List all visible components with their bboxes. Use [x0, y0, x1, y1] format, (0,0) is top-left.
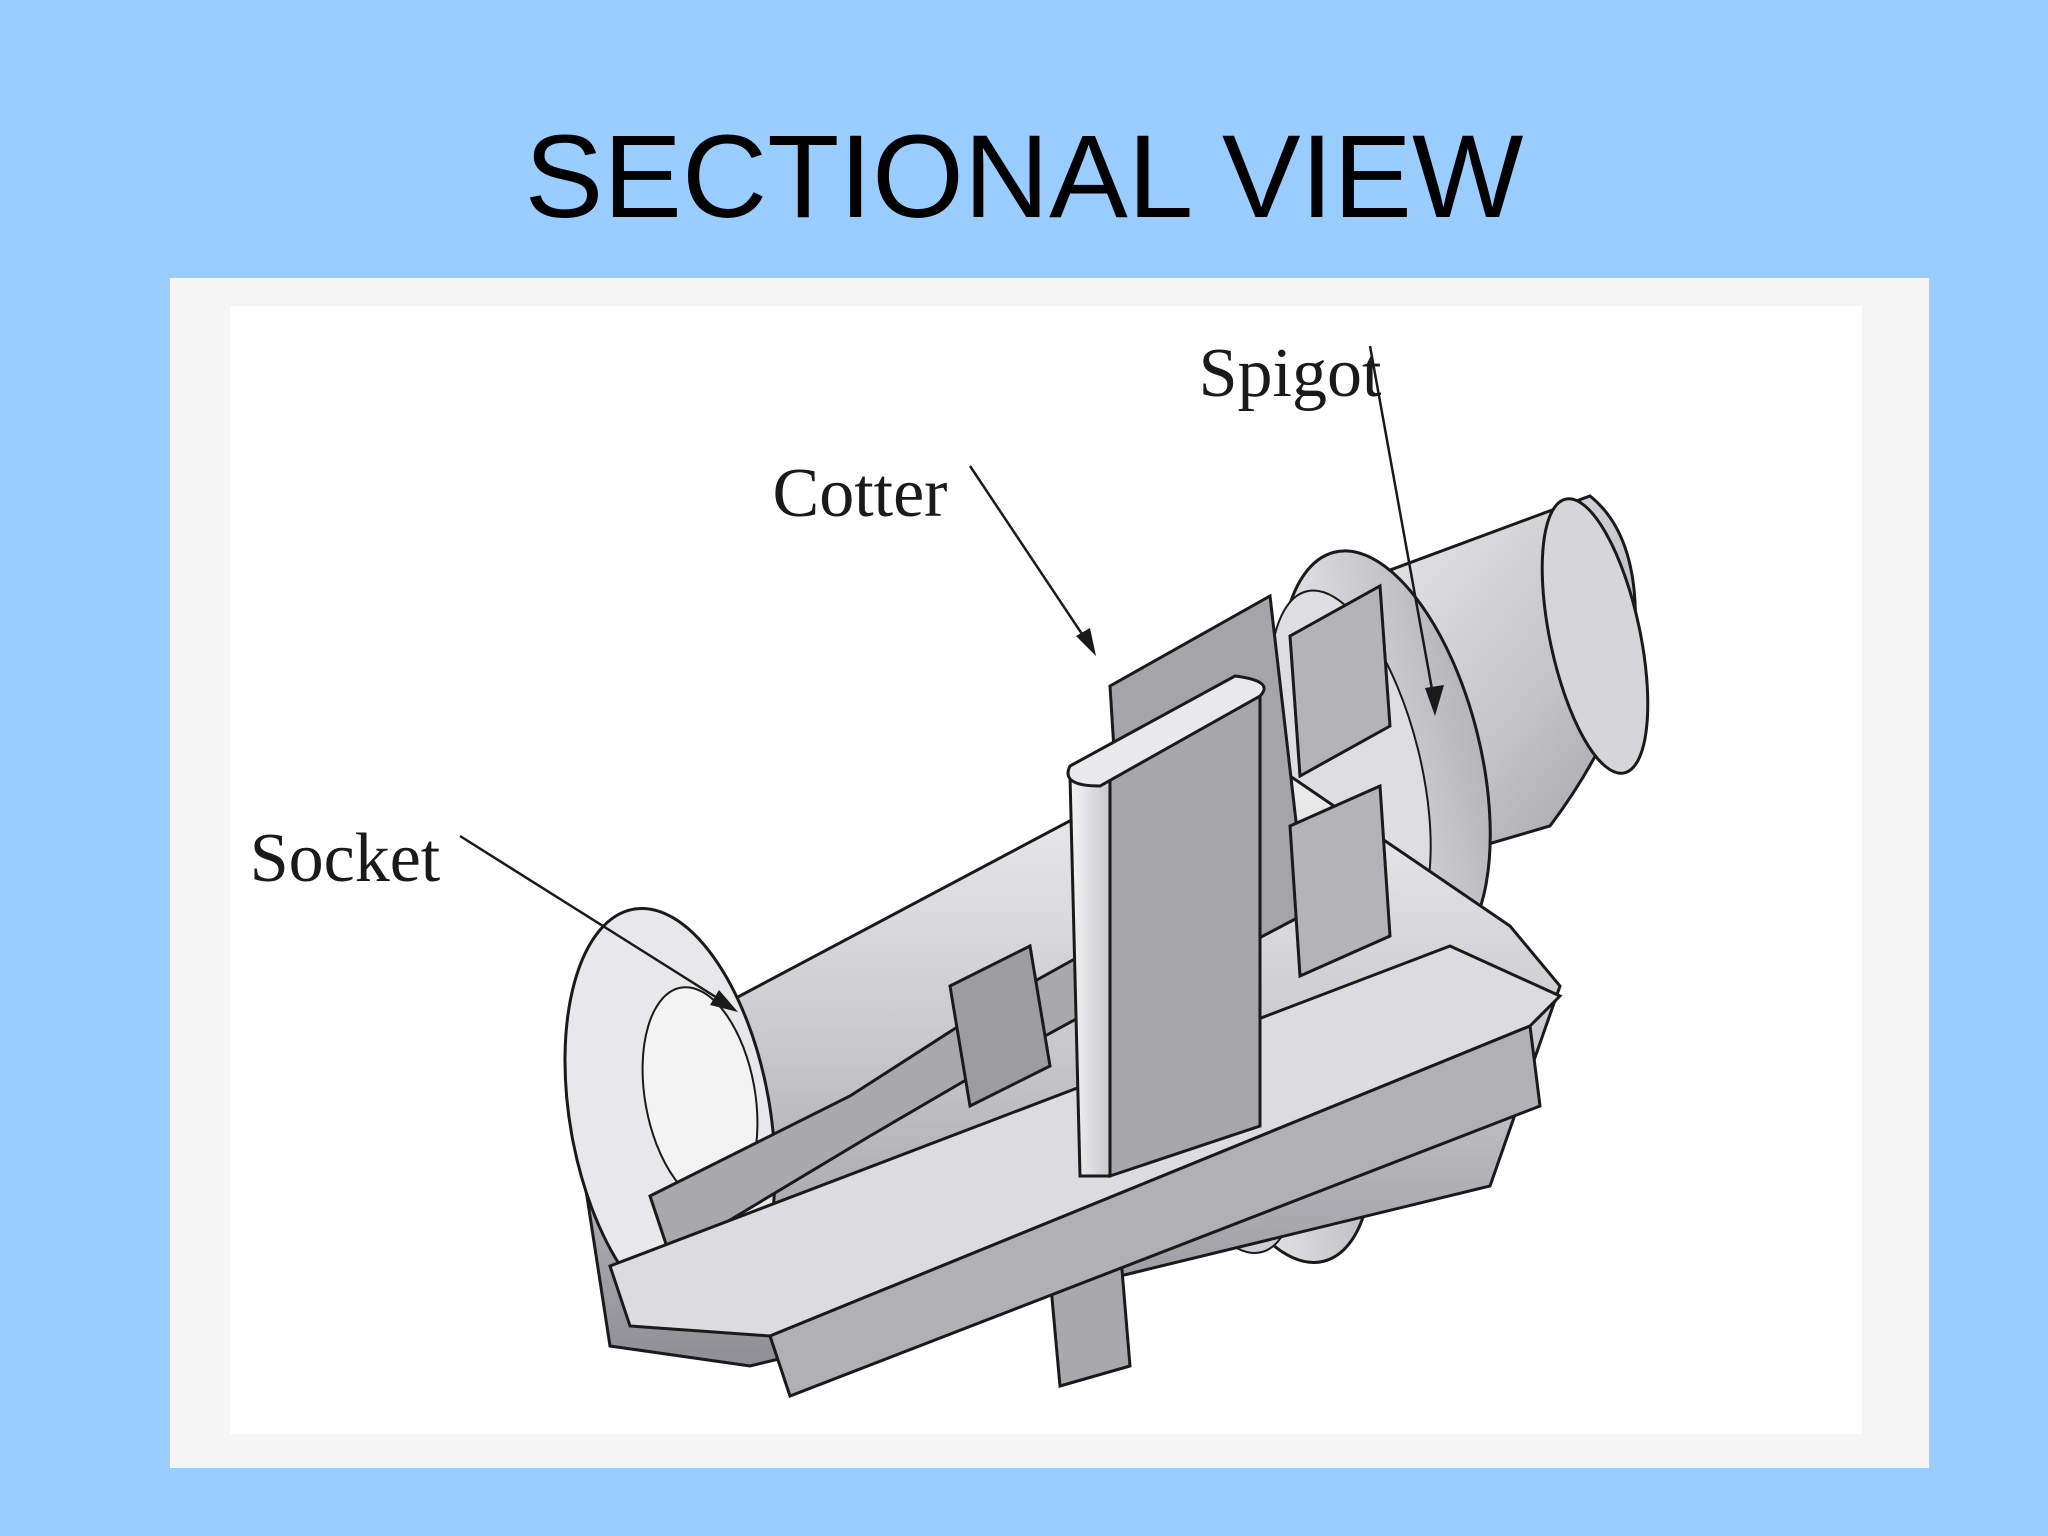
figure-canvas: Spigot Cotter Socket — [230, 306, 1862, 1434]
cotter-label: Cotter — [773, 455, 948, 532]
slide-title: SECTIONAL VIEW — [524, 111, 1524, 243]
cotter-joint-diagram: Spigot Cotter Socket — [250, 335, 1650, 1398]
figure-frame: Spigot Cotter Socket — [170, 278, 1929, 1468]
socket-arrowhead — [710, 990, 738, 1012]
socket-leader — [459, 834, 731, 1008]
spigot-leader — [1368, 345, 1437, 707]
spigot-label: Spigot — [1199, 335, 1382, 412]
cotter-arrowhead — [1076, 628, 1096, 656]
leader-arrowheads — [710, 628, 1444, 1012]
spigot-arrowhead — [1425, 685, 1444, 716]
cotter-leader — [968, 465, 1092, 647]
leader-lines — [459, 345, 1437, 1008]
socket-label: Socket — [250, 820, 441, 897]
cotter — [1066, 674, 1266, 1179]
